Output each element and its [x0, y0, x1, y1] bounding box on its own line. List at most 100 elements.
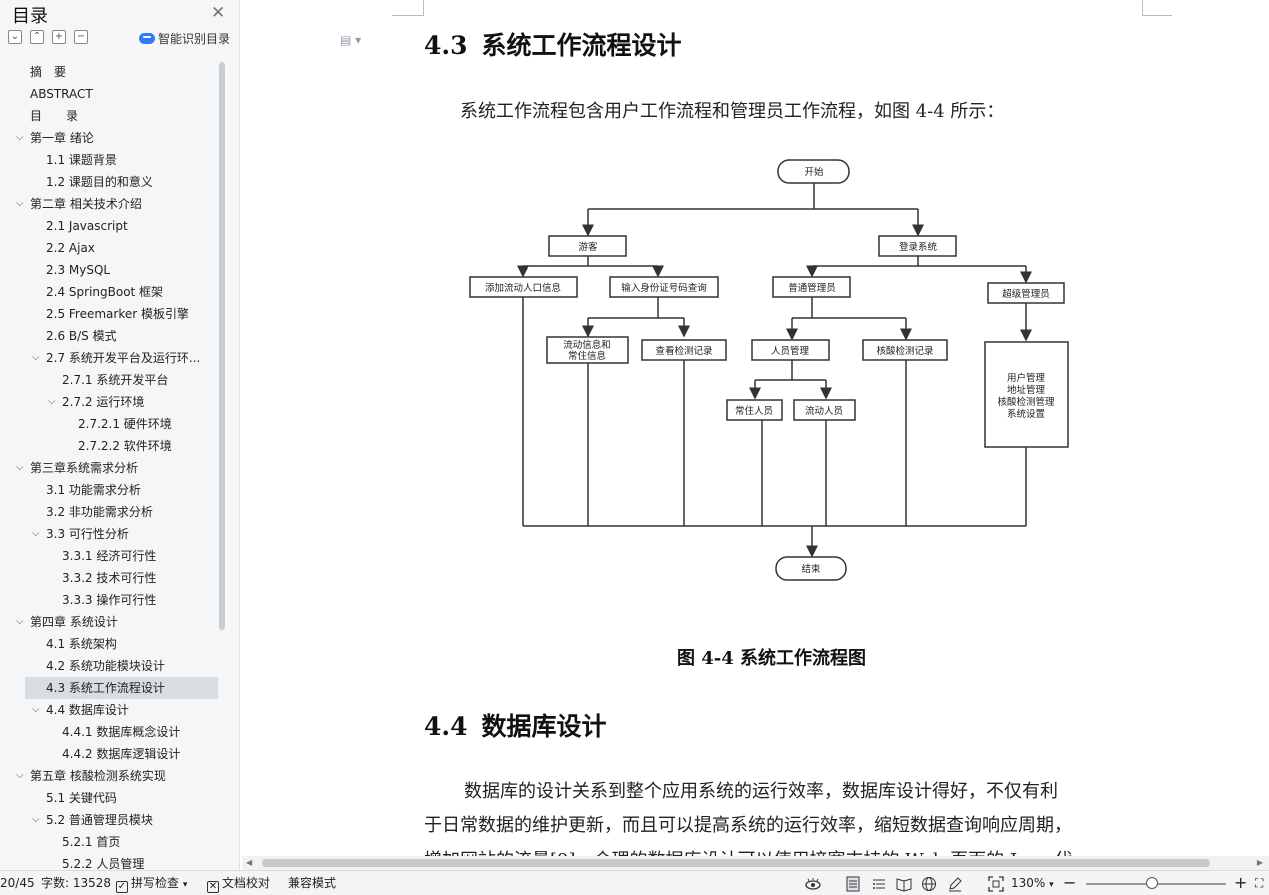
web-view-icon[interactable]: [921, 876, 937, 892]
spell-check-button[interactable]: ✓拼写检查 ▾: [116, 876, 188, 893]
chevron-down-icon[interactable]: ⌵: [32, 814, 40, 825]
toc-item-label: 第一章 绪论: [30, 131, 94, 145]
toc-item[interactable]: 4.4.1 数据库概念设计: [0, 721, 218, 743]
toc-item[interactable]: 5.2.2 人员管理: [0, 853, 218, 870]
toc-item-label: 3.3.2 技术可行性: [62, 571, 157, 585]
toc-item[interactable]: 4.4.2 数据库逻辑设计: [0, 743, 218, 765]
toc-item[interactable]: 2.7.2.2 软件环境: [0, 435, 218, 457]
zoom-slider-handle[interactable]: [1145, 877, 1158, 889]
toc-item[interactable]: ⌵5.2 普通管理员模块: [0, 809, 218, 831]
toc-title: 目录: [12, 6, 48, 27]
ai-toc-button[interactable]: 智能识别目录: [139, 30, 230, 47]
toc-item[interactable]: 4.3 系统工作流程设计: [25, 677, 218, 699]
pen-icon[interactable]: [947, 876, 963, 892]
flow-id-query-node: [609, 276, 719, 298]
page-indicator[interactable]: 20/45: [0, 876, 35, 890]
zoom-level[interactable]: 130% ▾: [1011, 876, 1054, 890]
flow-start-label: 开始: [804, 166, 824, 178]
doc-proof-button[interactable]: ✕文档校对: [207, 876, 271, 893]
flow-super-admin-node: [987, 282, 1065, 304]
chevron-down-icon[interactable]: ⌵: [16, 132, 24, 143]
toc-item[interactable]: 1.1 课题背景: [0, 149, 218, 171]
scroll-right-icon[interactable]: ▶: [1256, 858, 1263, 867]
toc-item[interactable]: 2.2 Ajax: [0, 237, 218, 259]
toc-item-label: 4.4.1 数据库概念设计: [62, 725, 181, 739]
checkbox-icon: ✓: [116, 881, 128, 893]
chevron-down-icon[interactable]: ⌵: [32, 528, 40, 539]
toc-item[interactable]: 1.2 课题目的和意义: [0, 171, 218, 193]
toc-item[interactable]: ⌵第三章系统需求分析: [0, 457, 218, 479]
toc-item[interactable]: 2.7.1 系统开发平台: [0, 369, 218, 391]
toc-item[interactable]: ⌵2.7 系统开发平台及运行环...: [0, 347, 218, 369]
toc-item[interactable]: 2.3 MySQL: [0, 259, 218, 281]
chevron-down-icon[interactable]: ⌵: [16, 198, 24, 209]
horizontal-scrollbar[interactable]: ◀ ▶: [242, 856, 1269, 870]
horizontal-scroll-thumb[interactable]: [262, 859, 1210, 867]
toc-item-label: 摘 要: [30, 65, 67, 79]
toc-item-label: 2.7.2.1 硬件环境: [78, 417, 172, 431]
toc-item[interactable]: ⌵第五章 核酸检测系统实现: [0, 765, 218, 787]
toc-item[interactable]: 3.1 功能需求分析: [0, 479, 218, 501]
close-icon[interactable]: ✕: [211, 3, 226, 23]
toc-item[interactable]: 3.3.2 技术可行性: [0, 567, 218, 589]
flow-super-func-1: 用户管理: [1007, 372, 1046, 384]
remove-heading-icon[interactable]: −: [74, 30, 88, 44]
chevron-down-icon[interactable]: ⌵: [48, 396, 56, 407]
flow-guest-node: [548, 235, 627, 257]
expand-up-icon[interactable]: ⌃: [30, 30, 44, 44]
toc-item-label: 4.3 系统工作流程设计: [46, 681, 165, 695]
eye-icon[interactable]: [805, 876, 821, 892]
flow-id-query-label: 输入身份证号码查询: [621, 282, 707, 294]
proof-icon: ✕: [207, 881, 219, 893]
db-paragraph-line-3: 增加网站的流量[9]。合理的数据库设计可以使用接宽支持的 Web 页面的 Jav…: [424, 846, 1072, 856]
read-mode-icon[interactable]: [896, 876, 912, 892]
toc-item[interactable]: ABSTRACT: [0, 83, 218, 105]
add-heading-icon[interactable]: +: [52, 30, 66, 44]
toc-item-label: 5.1 关键代码: [46, 791, 117, 805]
word-count[interactable]: 字数: 13528: [41, 876, 112, 890]
zoom-in-icon[interactable]: +: [1234, 873, 1248, 892]
chevron-down-icon: ▾: [182, 880, 188, 890]
toc-item[interactable]: 4.2 系统功能模块设计: [0, 655, 218, 677]
page-view-icon[interactable]: [845, 876, 861, 892]
toc-item[interactable]: 2.6 B/S 模式: [0, 325, 218, 347]
chevron-down-icon[interactable]: ⌵: [16, 462, 24, 473]
scroll-left-icon[interactable]: ◀: [246, 858, 253, 867]
fit-page-icon[interactable]: [988, 876, 1004, 892]
toc-item[interactable]: ⌵2.7.2 运行环境: [0, 391, 218, 413]
toc-item[interactable]: ⌵ 第一章 绪论: [0, 127, 218, 149]
toc-item[interactable]: 2.1 Javascript: [0, 215, 218, 237]
doc-outline-icon[interactable]: ▤ ▾: [340, 33, 362, 47]
chevron-down-icon[interactable]: ⌵: [16, 616, 24, 627]
toc-item[interactable]: 5.2.1 首页: [0, 831, 218, 853]
toc-item[interactable]: 2.7.2.1 硬件环境: [0, 413, 218, 435]
flow-super-func-2: 地址管理: [1007, 384, 1046, 396]
toc-item[interactable]: 3.3.3 操作可行性: [0, 589, 218, 611]
toc-item[interactable]: ⌵第四章 系统设计: [0, 611, 218, 633]
toc-item[interactable]: 目 录: [0, 105, 218, 127]
toc-item[interactable]: 4.1 系统架构: [0, 633, 218, 655]
toc-item-label: 2.4 SpringBoot 框架: [46, 285, 164, 299]
toc-item[interactable]: 3.3.1 经济可行性: [0, 545, 218, 567]
flow-end-node: [775, 556, 847, 581]
chevron-down-icon[interactable]: ⌵: [32, 704, 40, 715]
toc-item[interactable]: ⌵3.3 可行性分析: [0, 523, 218, 545]
outline-view-icon[interactable]: [871, 876, 887, 892]
toc-item-label: 第二章 相关技术介绍: [30, 197, 142, 211]
toc-item[interactable]: 2.5 Freemarker 模板引擎: [0, 303, 218, 325]
toc-scrollbar[interactable]: [219, 62, 225, 630]
flow-floating-label: 流动人员: [805, 405, 843, 417]
toc-item[interactable]: 2.4 SpringBoot 框架: [0, 281, 218, 303]
toc-item[interactable]: ⌵ 第二章 相关技术介绍: [0, 193, 218, 215]
toc-item[interactable]: 3.2 非功能需求分析: [0, 501, 218, 523]
toc-item[interactable]: ⌵4.4 数据库设计: [0, 699, 218, 721]
toc-item[interactable]: 5.1 关键代码: [0, 787, 218, 809]
status-bar: 20/45 字数: 13528 ✓拼写检查 ▾ ✕文档校对 兼容模式 130% …: [0, 870, 1269, 895]
chevron-down-icon[interactable]: ⌵: [16, 770, 24, 781]
flow-start-node: [777, 159, 850, 184]
zoom-out-icon[interactable]: −: [1063, 873, 1077, 892]
chevron-down-icon[interactable]: ⌵: [32, 352, 40, 363]
fullscreen-icon[interactable]: ⛶: [1255, 876, 1264, 890]
collapse-all-icon[interactable]: ⌄: [8, 30, 22, 44]
toc-item[interactable]: 摘 要: [0, 61, 218, 83]
